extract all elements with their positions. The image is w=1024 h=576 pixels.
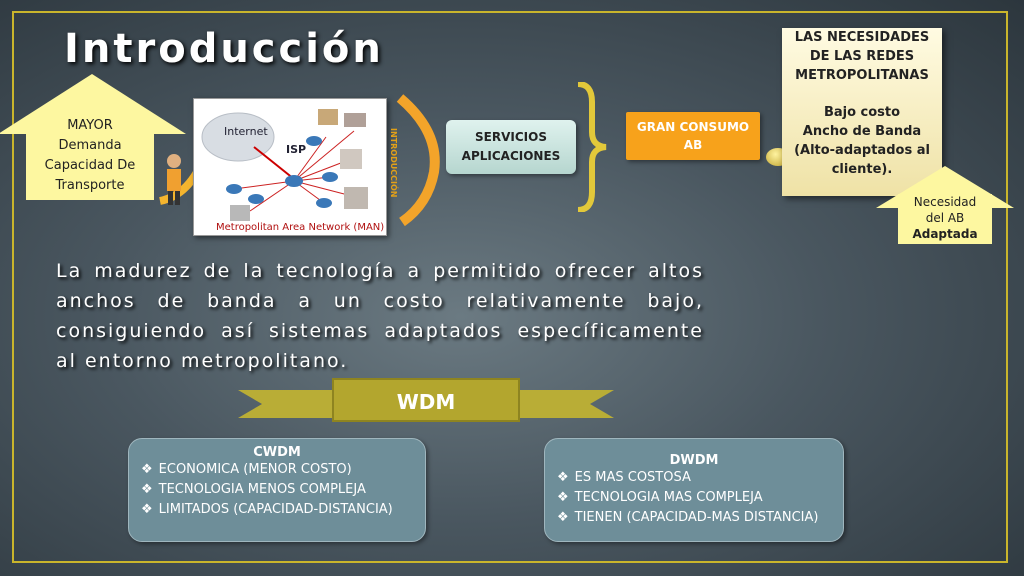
adaptada-line-2: del AB [925,211,965,225]
dwdm-box: DWDM ❖ES MAS COSTOSA ❖TECNOLOGIA MAS COM… [544,438,844,542]
servicios-box: SERVICIOS APLICACIONES [446,120,576,174]
introduccion-vertical-label: INTRODUCCIÓN [389,128,398,198]
adaptada-arrow-body: Necesidad del AB Adaptada [898,194,992,244]
dwdm-item: ❖TECNOLOGIA MAS COMPLEJA [557,490,763,505]
needs-heading-3: METROPOLITANAS [795,68,929,83]
wdm-banner: WDM [238,378,614,422]
dwdm-item: ❖ES MAS COSTOSA [557,470,691,485]
internet-label: Internet [224,125,268,138]
needs-item-3: (Alto-adaptados al [794,143,930,158]
cwdm-item: ❖LIMITADOS (CAPACIDAD-DISTANCIA) [141,502,393,517]
needs-heading-1: LAS NECESIDADES [794,30,930,45]
isp-label: ISP [286,143,306,156]
cwdm-heading: CWDM [253,445,301,460]
cwdm-box: CWDM ❖ECONOMICA (MENOR COSTO) ❖TECNOLOGI… [128,438,426,542]
adaptada-line-1: Necesidad [913,195,977,209]
cwdm-item: ❖ECONOMICA (MENOR COSTO) [141,462,352,477]
adaptada-arrow: Necesidad del AB Adaptada [876,166,1014,244]
slide-frame [12,11,1008,563]
man-caption: Metropolitan Area Network (MAN) [216,222,384,233]
servicios-line-2: APLICACIONES [461,149,561,163]
demand-line-1: MAYOR [67,118,113,133]
demand-arrow-text: MAYOR Demanda Capacidad De Transporte [26,116,154,200]
demand-arrow: MAYOR Demanda Capacidad De Transporte [0,74,186,200]
gran-consumo-line-2: AB [683,138,703,152]
gran-consumo-line-1: GRAN CONSUMO [636,120,750,134]
needs-item-1: Bajo costo [823,105,901,120]
servicios-line-1: SERVICIOS [475,130,547,144]
network-diagram-icon: Internet ISP Metropolitan Area Network (… [201,109,384,233]
brace-icon [577,82,607,212]
wdm-label: WDM [397,390,456,414]
demand-line-2: Demanda [58,138,122,153]
needs-box: LAS NECESIDADES DE LAS REDES METROPOLITA… [782,28,942,196]
dwdm-heading: DWDM [669,453,719,468]
dwdm-item: ❖TIENEN (CAPACIDAD-MAS DISTANCIA) [557,510,819,525]
cwdm-item: ❖TECNOLOGIA MENOS COMPLEJA [141,482,366,497]
slide-title: Introducción [64,26,384,72]
needs-heading-2: DE LAS REDES [809,49,915,64]
demand-line-3: Capacidad De [44,158,136,173]
demand-line-4: Transporte [55,178,125,193]
gran-consumo-box: GRAN CONSUMO AB [626,112,760,160]
adaptada-line-3: Adaptada [912,227,978,241]
needs-item-2: Ancho de Banda [802,124,922,139]
man-network-image: Internet ISP Metropolitan Area Network (… [193,98,387,236]
intro-paragraph: La madurez de la tecnología a permitido … [56,260,704,372]
orange-curve-arrow [396,94,440,227]
